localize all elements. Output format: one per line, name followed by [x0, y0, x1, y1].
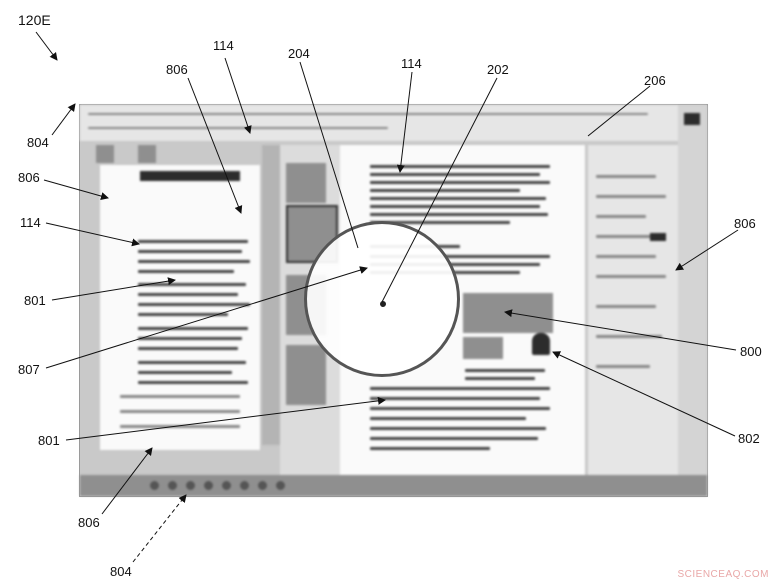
magnifier-center-dot	[380, 301, 386, 307]
leader-202	[381, 77, 498, 303]
label-806-right: 806	[734, 216, 756, 231]
leader-806-bottom	[101, 447, 153, 515]
label-806-top: 806	[166, 62, 188, 77]
label-206: 206	[644, 73, 666, 88]
label-801-upper: 801	[24, 293, 46, 308]
leader-114-top	[224, 57, 252, 134]
label-804-bottom: 804	[110, 564, 132, 579]
leader-806-right	[675, 229, 739, 271]
label-114-mid: 114	[401, 56, 422, 71]
leader-802	[552, 351, 736, 437]
leader-800	[504, 309, 737, 351]
label-804-top: 804	[27, 135, 49, 150]
label-802: 802	[738, 431, 760, 446]
leader-114-mid	[396, 71, 413, 173]
magnifier-circle	[304, 221, 460, 377]
leader-120e	[35, 31, 58, 61]
leader-114-left	[45, 222, 140, 247]
leader-206	[587, 85, 651, 137]
leader-804-bottom	[132, 494, 187, 563]
leader-204	[299, 61, 359, 249]
leader-807	[45, 266, 368, 369]
label-800: 800	[740, 344, 762, 359]
label-806-left: 806	[18, 170, 40, 185]
label-806-bottom: 806	[78, 515, 100, 530]
leader-801-lower	[65, 396, 386, 441]
label-114-left: 114	[20, 215, 41, 230]
figure-id-label: 120E	[18, 12, 51, 28]
leader-806-left	[43, 179, 109, 200]
leader-801-upper	[51, 277, 176, 301]
label-204: 204	[288, 46, 310, 61]
label-807: 807	[18, 362, 40, 377]
label-114-top: 114	[213, 38, 234, 53]
leader-806-top	[187, 77, 243, 214]
label-801-lower: 801	[38, 433, 60, 448]
leader-804-top	[51, 103, 76, 136]
label-202: 202	[487, 62, 509, 77]
watermark: SCIENCEAQ.COM	[677, 569, 769, 580]
